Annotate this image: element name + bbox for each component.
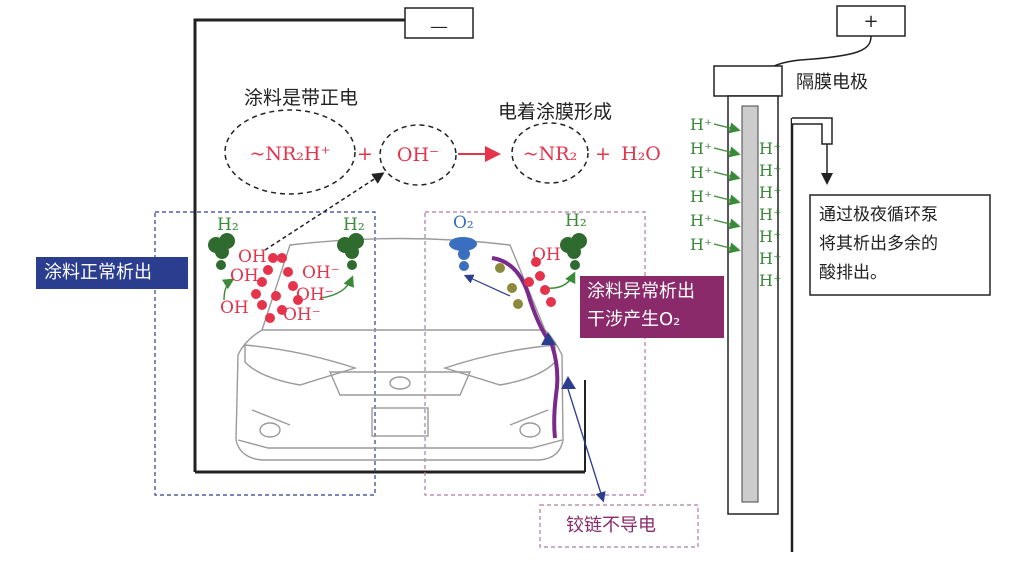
oh-dots [251, 253, 556, 323]
h-plus-left-3: H⁺ [690, 163, 712, 182]
h-plus-right-1: H⁺ [759, 139, 781, 158]
normal-deposit-label [36, 257, 188, 289]
negative-terminal-box [404, 7, 474, 39]
oh-minus-label-2: OH⁻ [296, 285, 334, 305]
abnormal-region [424, 211, 646, 496]
positive-charge-caption: 涂料是带正电 [244, 87, 358, 109]
h-plus-left-2: H⁺ [690, 139, 712, 158]
oh-label-2: OH [230, 266, 259, 286]
oh-label-1: OH [238, 247, 267, 267]
term-h2o: H₂O [621, 143, 661, 165]
ellipse-oh [379, 124, 457, 186]
o2-label: O₂ [453, 213, 474, 233]
film-formation-caption: 电着涂膜形成 [498, 101, 612, 123]
oh-minus-label-1: OH⁻ [302, 263, 340, 283]
membrane-electrode-label: 隔膜电极 [796, 72, 868, 93]
h-plus-right-6: H⁺ [759, 249, 781, 268]
h2-cluster-right [560, 233, 587, 270]
negative-sign: — [430, 16, 448, 37]
pump-note-line3: 酸排出。 [819, 263, 887, 283]
term-nr2h: ~NR₂H⁺ [249, 143, 330, 165]
oh-label-3: OH [220, 298, 249, 318]
oh-label-4: OH [532, 245, 561, 265]
normal-deposit-text: 涂料正常析出 [44, 262, 152, 283]
abnormal-deposit-line1: 涂料异常析出 [587, 281, 695, 302]
ellipse-nr2 [511, 122, 589, 184]
h2-cluster-left-2 [337, 233, 364, 270]
normal-region [154, 211, 376, 496]
pump-outlet [792, 117, 833, 145]
h-plus-left-1: H⁺ [690, 115, 712, 134]
term-nr2: ~NR₂ [523, 143, 577, 165]
h2-cluster-left [208, 233, 235, 270]
h2-label-3: H₂ [565, 211, 587, 231]
h2-label-1: H₂ [217, 215, 239, 235]
h-plus-right-2: H⁺ [759, 161, 781, 180]
car-outline [235, 237, 564, 461]
term-oh: OH⁻ [397, 144, 439, 166]
positive-terminal-box [836, 5, 906, 37]
h-plus-left-6: H⁺ [690, 235, 712, 254]
membrane-electrode-inner [741, 105, 759, 503]
hinge-label-box [539, 504, 699, 548]
hinge-label: 铰链不导电 [566, 515, 656, 536]
h-plus-right-3: H⁺ [759, 183, 781, 202]
h-plus-right-4: H⁺ [759, 205, 781, 224]
h-plus-right-5: H⁺ [759, 227, 781, 246]
plus-two: + [595, 143, 611, 165]
pump-note-line2: 将其析出多余的 [819, 234, 938, 254]
membrane-cap [713, 65, 783, 97]
plus-one: + [357, 143, 373, 165]
tank-wall [193, 18, 405, 472]
pump-note-line1: 通过极夜循环泵 [819, 205, 938, 225]
pump-note-box [809, 194, 991, 296]
abnormal-deposit-line2: 干涉产生O₂ [587, 309, 681, 330]
h2-label-2: H₂ [343, 215, 365, 235]
positive-sign: + [863, 11, 878, 32]
o2-cluster [449, 237, 477, 271]
abnormal-deposit-label [580, 276, 724, 338]
ellipse-nr2h [224, 109, 356, 195]
h-plus-right-7: H⁺ [759, 271, 781, 290]
h-plus-left-5: H⁺ [690, 211, 712, 230]
oh-minus-label-3: OH⁻ [283, 305, 321, 325]
hinge-strip [491, 256, 560, 439]
h-plus-left-4: H⁺ [690, 187, 712, 206]
